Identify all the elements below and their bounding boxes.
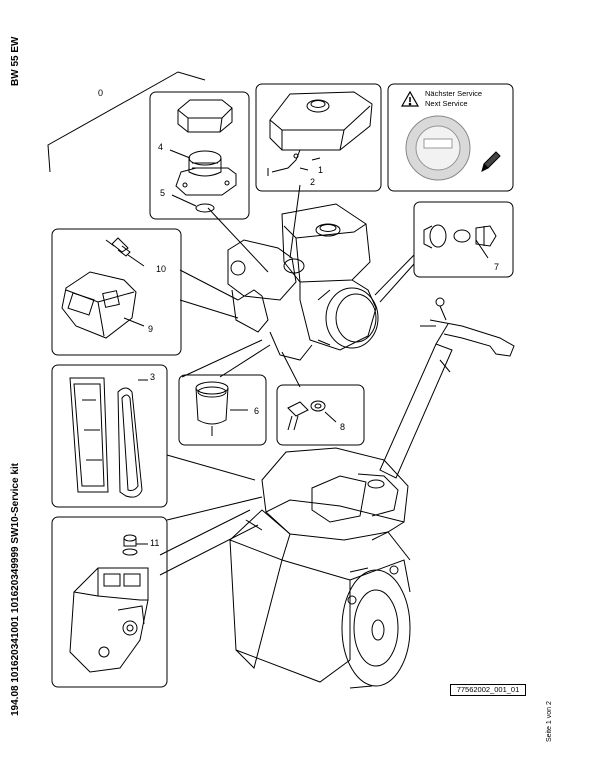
- box-valve: [413, 201, 514, 278]
- fuel-line: [267, 149, 321, 176]
- roller-frame: [229, 447, 411, 683]
- sticker-line-2: Next Service: [425, 99, 468, 108]
- air-filter-element: [175, 150, 237, 196]
- oil-filter: [195, 381, 248, 436]
- callout-6: 6: [254, 406, 259, 416]
- air-filter-cover: [177, 99, 233, 133]
- callout-5: 5: [160, 188, 165, 198]
- callout-3: 3: [150, 372, 155, 382]
- gearbox: [69, 567, 149, 673]
- callout-11: 11: [150, 538, 159, 548]
- small-fittings-11: [122, 534, 148, 556]
- engine: [227, 203, 379, 361]
- valve-cover: [61, 271, 145, 339]
- callout-9: 9: [148, 324, 153, 334]
- box-fuel-tank: [255, 83, 382, 192]
- v-belt: [69, 377, 148, 498]
- callout-8: 8: [340, 422, 345, 432]
- sticker-line-1: Nächster Service: [425, 89, 482, 98]
- fuel-tank: [269, 91, 373, 151]
- box-belt: [51, 364, 168, 508]
- callout-10: 10: [156, 264, 166, 274]
- callout-7: 7: [494, 262, 499, 272]
- leader-lines: [159, 184, 415, 576]
- callout-2: 2: [310, 177, 315, 187]
- callout-0: 0: [98, 88, 103, 98]
- valve-assembly: [423, 224, 497, 259]
- handle: [379, 297, 515, 479]
- drain-plug: [287, 400, 337, 431]
- callout-4: 4: [158, 142, 163, 152]
- callout-1: 1: [318, 165, 323, 175]
- box-service-sticker: [387, 83, 514, 192]
- roller-drum: [341, 565, 411, 689]
- box-spark-plug: [51, 228, 182, 356]
- drawing-number: 77562002_001_01: [450, 684, 526, 696]
- box-gearbox: [51, 516, 168, 688]
- box-air-filter: [149, 91, 250, 220]
- box-drain-plug: [276, 384, 365, 446]
- kit-bracket: [47, 71, 206, 173]
- service-sticker: [400, 90, 501, 181]
- box-oil-filter: [178, 374, 267, 446]
- spark-plug: [105, 237, 145, 267]
- gasket-5: [195, 203, 215, 213]
